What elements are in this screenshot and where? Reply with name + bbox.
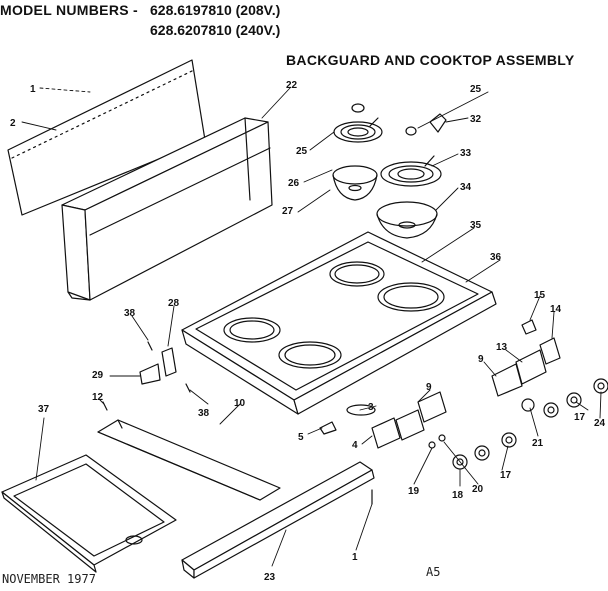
diagram-title: BACKGUARD AND COOKTOP ASSEMBLY [286, 52, 575, 68]
drawer-tray [1, 454, 177, 573]
brackets-and-screws [102, 341, 191, 411]
callout-32: 32 [470, 114, 482, 125]
callout-37: 37 [38, 404, 50, 415]
callout-34: 34 [460, 182, 472, 193]
callout-23: 23 [264, 572, 276, 583]
callout-13: 13 [496, 342, 508, 353]
control-switches-center [319, 391, 517, 470]
callout-18: 18 [452, 490, 464, 501]
callout-17-b: 17 [500, 470, 512, 481]
callout-22: 22 [286, 80, 298, 91]
callout-35: 35 [470, 220, 482, 231]
leader-lines [21, 87, 602, 567]
callout-17: 17 [574, 412, 586, 423]
surface-unit-large [380, 155, 442, 187]
callout-29: 29 [92, 370, 104, 381]
drip-pan-small [332, 165, 378, 201]
callout-25: 25 [296, 146, 308, 157]
callout-24: 24 [594, 418, 606, 429]
footer-date: NOVEMBER 1977 [2, 572, 96, 586]
callout-21: 21 [532, 438, 544, 449]
callout-25-b: 25 [470, 84, 482, 95]
callout-38-b: 38 [198, 408, 210, 419]
callout-2: 2 [10, 118, 16, 129]
callout-26: 26 [288, 178, 300, 189]
callout-27: 27 [282, 206, 294, 217]
callout-10: 10 [234, 398, 246, 409]
callout-1: 1 [30, 84, 36, 95]
callout-28: 28 [168, 298, 180, 309]
callout-38: 38 [124, 308, 136, 319]
callout-33: 33 [460, 148, 472, 159]
callout-12: 12 [92, 392, 104, 403]
cooktop [181, 231, 497, 415]
callout-20: 20 [472, 484, 484, 495]
page-code: A5 [426, 565, 441, 579]
callout-3: 3 [368, 402, 374, 413]
model-number-208v: 628.6197810 (208V.) [150, 2, 281, 18]
model-number-240v: 628.6207810 (240V.) [150, 22, 281, 38]
backguard [61, 117, 273, 301]
callout-4: 4 [352, 440, 358, 451]
callout-9-b: 9 [426, 382, 432, 393]
control-switches-right [491, 319, 608, 418]
callout-5: 5 [298, 432, 304, 443]
callout-14: 14 [550, 304, 562, 315]
callout-19: 19 [408, 486, 420, 497]
surface-unit-small [333, 117, 383, 143]
front-trim [181, 461, 375, 579]
callout-1-b: 1 [352, 552, 358, 563]
support-rail [97, 419, 281, 501]
callout-36: 36 [490, 252, 502, 263]
callout-9: 9 [478, 354, 484, 365]
callout-numbers: 1 2 22 25 25 32 33 26 34 27 35 36 15 14 … [10, 80, 606, 583]
model-numbers-label: MODEL NUMBERS - [0, 2, 139, 18]
callout-15: 15 [534, 290, 546, 301]
drip-pan-large [376, 201, 438, 239]
